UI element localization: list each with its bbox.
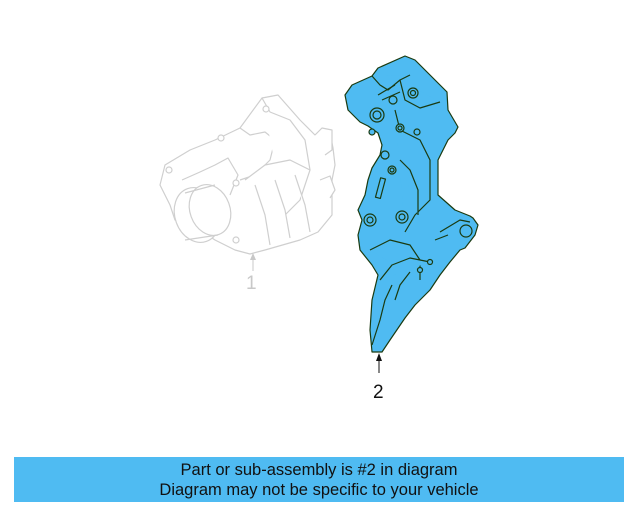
banner-line-2: Diagram may not be specific to your vehi… xyxy=(159,481,479,499)
callout-1-arrow xyxy=(250,253,256,271)
callout-2-label: 2 xyxy=(373,382,384,403)
info-banner: Part or sub-assembly is #2 in diagram Di… xyxy=(14,457,624,502)
bracket-illustration xyxy=(344,55,479,353)
parts-diagram: 1 2 xyxy=(159,55,479,403)
callout-1-label: 1 xyxy=(246,273,257,294)
callout-2-arrow xyxy=(376,353,382,373)
banner-line-1: Part or sub-assembly is #2 in diagram xyxy=(180,461,458,479)
alternator-illustration xyxy=(159,94,336,255)
